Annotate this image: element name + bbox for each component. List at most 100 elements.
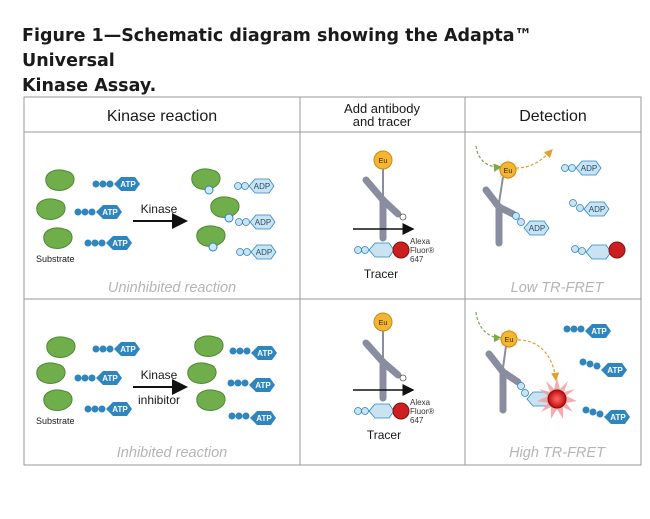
europium-label-excited: Eu <box>496 159 520 204</box>
europium-label: Eu <box>373 150 393 196</box>
antibody <box>485 350 522 414</box>
tracer-molecule <box>354 402 410 420</box>
kinase-blob <box>43 227 73 249</box>
kinase-blob <box>196 389 226 411</box>
atp-label: ATP <box>102 374 118 383</box>
kinase-blob-phosphorylated <box>196 225 226 252</box>
adp-label: ADP <box>256 248 272 257</box>
atp-molecule: ATP <box>582 406 630 424</box>
atp-label: ATP <box>257 349 273 358</box>
alexa-fluor-line-3: 647 <box>410 255 424 264</box>
caption-inhibited: Inhibited reaction <box>117 445 227 461</box>
atp-molecule: ATP <box>84 236 132 250</box>
atp-label: ATP <box>610 413 626 422</box>
tracer-label: Tracer <box>367 428 401 442</box>
substrate-label: Substrate <box>36 416 75 426</box>
kinase-blob <box>43 389 73 411</box>
eu-label: Eu <box>504 335 513 344</box>
kinase-blob <box>194 335 224 357</box>
adp-label: ADP <box>529 224 545 233</box>
atp-molecule: ATP <box>227 378 275 392</box>
alexa-fluor-line-2: Fluor® <box>410 407 434 416</box>
eu-label: Eu <box>378 318 387 327</box>
kinase-blob-phosphorylated <box>191 168 221 195</box>
adp-molecule: ADP <box>561 160 602 176</box>
adp-label: ADP <box>255 218 271 227</box>
eu-label: Eu <box>503 166 512 175</box>
caption-uninhibited: Uninhibited reaction <box>108 280 236 296</box>
europium-label: Eu <box>373 312 393 358</box>
eu-label: Eu <box>378 156 387 165</box>
atp-molecule: ATP <box>229 346 277 360</box>
alexa-fluor-dye-emitting <box>537 378 577 419</box>
energy-transfer-path <box>517 339 560 382</box>
figure-title: Figure 1—Schematic diagram showing the A… <box>22 24 622 99</box>
atp-label: ATP <box>102 208 118 217</box>
figure-title-line-1: Figure 1—Schematic diagram showing the A… <box>22 26 533 71</box>
atp-molecule: ATP <box>92 342 140 356</box>
atp-molecule: ATP <box>228 411 276 425</box>
kinase-blob-phosphorylated <box>210 196 240 223</box>
tracer-label: Tracer <box>364 267 398 281</box>
row-inhibited-add-antibody: Eu Alexa Fluor® 647 Tracer <box>353 312 434 442</box>
row-uninhibited-add-antibody: Eu Alexa Fluor® 647 Tracer <box>353 150 434 281</box>
atp-label: ATP <box>255 381 271 390</box>
alexa-fluor-dye <box>392 241 410 259</box>
kinase-label: Kinase <box>141 202 178 216</box>
row-uninhibited-kinase-reaction: Substrate ATP ATP ATP Kinase ADP <box>36 168 277 296</box>
figure-title-line-2: Kinase Assay. <box>22 76 157 96</box>
alexa-fluor-line-1: Alexa <box>410 237 431 246</box>
antibody <box>482 186 517 247</box>
atp-label: ATP <box>591 327 607 336</box>
adp-label: ADP <box>254 182 270 191</box>
atp-molecule: ATP <box>579 358 627 377</box>
row-inhibited-kinase-reaction: Substrate ATP ATP ATP Kinase inhibitor A… <box>36 335 277 461</box>
europium-label-excited: Eu <box>497 328 521 369</box>
header-kinase-reaction: Kinase reaction <box>107 108 217 125</box>
alexa-fluor-line-1: Alexa <box>410 398 431 407</box>
kinase-blob <box>36 362 66 384</box>
emission-path <box>515 149 553 169</box>
adp-label: ADP <box>581 164 597 173</box>
caption-high-trfret: High TR-FRET <box>509 445 606 461</box>
header-add-antibody-line-2: and tracer <box>353 114 412 129</box>
atp-molecule: ATP <box>92 177 140 191</box>
adp-molecule: ADP <box>235 214 276 230</box>
atp-molecule: ATP <box>74 205 122 219</box>
row-uninhibited-detection: Eu ADP ADP ADP Low TR-FRET <box>475 145 626 296</box>
adp-molecule: ADP <box>569 199 610 217</box>
atp-molecule: ATP <box>74 371 122 385</box>
tracer-molecule-free <box>571 241 626 260</box>
atp-label: ATP <box>120 180 136 189</box>
header-detection: Detection <box>519 108 587 125</box>
header-add-antibody-line-1: Add antibody <box>344 101 420 116</box>
row-inhibited-detection: Eu ATP ATP ATP High TR-FRET <box>475 311 630 461</box>
atp-label: ATP <box>112 405 128 414</box>
atp-label: ATP <box>120 345 136 354</box>
adp-molecule: ADP <box>234 178 275 194</box>
atp-molecule: ATP <box>563 324 611 338</box>
alexa-fluor-dye <box>608 241 626 259</box>
table-grid <box>23 96 642 466</box>
kinase-blob <box>45 169 75 191</box>
substrate-label: Substrate <box>36 254 75 264</box>
alexa-fluor-line-3: 647 <box>410 416 424 425</box>
alexa-fluor-dye <box>392 402 410 420</box>
antibody <box>362 339 402 402</box>
kinase-inhibitor-line-1: Kinase <box>141 368 178 382</box>
atp-label: ATP <box>256 414 272 423</box>
tracer-molecule <box>354 241 410 259</box>
kinase-blob <box>46 336 76 358</box>
atp-molecule: ATP <box>84 402 132 416</box>
adp-molecule: ADP <box>236 244 277 260</box>
adp-bound-antibody: ADP <box>512 212 550 236</box>
excitation-path <box>475 145 503 172</box>
kinase-inhibitor-line-2: inhibitor <box>138 393 180 407</box>
antibody <box>362 176 402 242</box>
alexa-fluor-line-2: Fluor® <box>410 246 434 255</box>
atp-label: ATP <box>112 239 128 248</box>
kinase-blob <box>36 198 66 220</box>
adp-label: ADP <box>589 205 605 214</box>
caption-low-trfret: Low TR-FRET <box>511 280 605 296</box>
